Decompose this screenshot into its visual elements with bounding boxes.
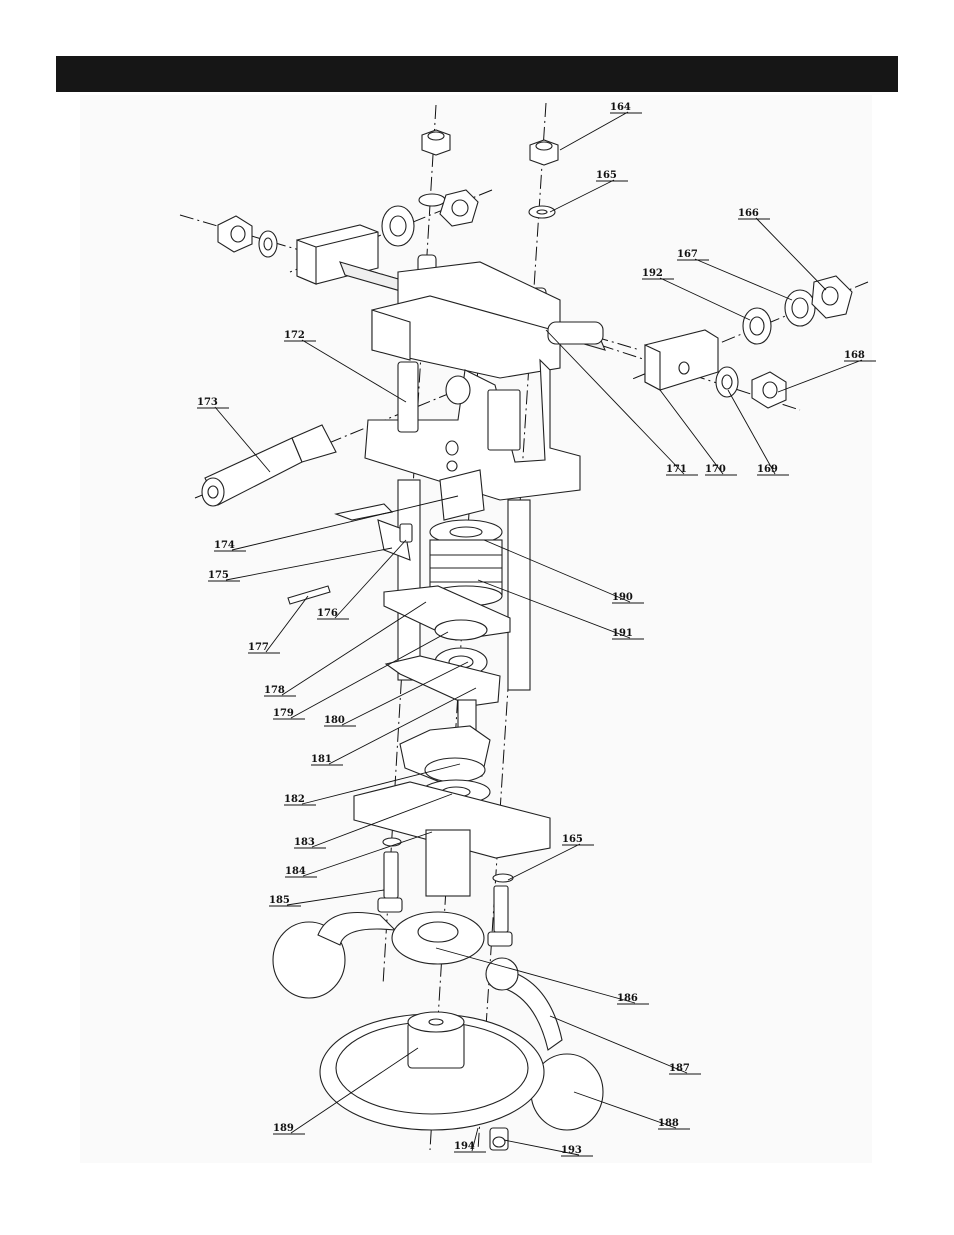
callout-label: 177 [248,642,269,653]
callout-label: 166 [738,208,759,219]
callout-label: 191 [612,628,633,639]
callout-label: 181 [311,754,332,765]
callout-label: 185 [269,895,290,906]
callout-label: 187 [669,1063,690,1074]
callout-label: 184 [285,866,306,877]
callout-label: 169 [757,464,778,475]
callout-label: 168 [844,350,865,361]
callout-label: 167 [677,249,698,260]
callout-label: 174 [214,540,235,551]
callout-label: 164 [610,102,631,113]
callout-label: 180 [324,715,345,726]
callout-label: 193 [561,1145,582,1156]
callout-label: 182 [284,794,305,805]
callout-label: 172 [284,330,305,341]
callout-label: 190 [612,592,633,603]
callout-label: 192 [642,268,663,279]
callout-label: 188 [658,1118,679,1129]
callout-label: 165 [596,170,617,181]
callout-label: 175 [208,570,229,581]
callout-label: 194 [454,1141,475,1152]
callout-label: 189 [273,1123,294,1134]
callout-label: 183 [294,837,315,848]
callout-label: 165 [562,834,583,845]
callout-label: 186 [617,993,638,1004]
callout-label: 170 [705,464,726,475]
callout-label: 171 [666,464,687,475]
callout-label: 173 [197,397,218,408]
callout-label: 176 [317,608,338,619]
callout-label: 178 [264,685,285,696]
callout-label: 179 [273,708,294,719]
